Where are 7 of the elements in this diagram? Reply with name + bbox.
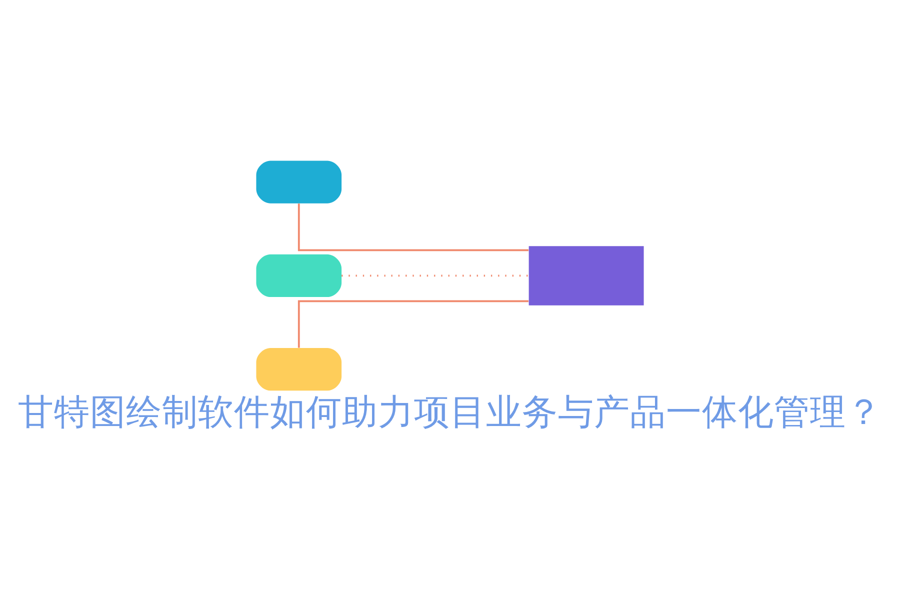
connector [298, 204, 528, 252]
diagram-title: 甘特图绘制软件如何助力项目业务与产品一体化管理？ [18, 392, 882, 433]
node-box [256, 348, 342, 391]
connector [298, 300, 528, 348]
node-box [528, 246, 644, 306]
node-box [256, 160, 342, 204]
node-box [256, 254, 342, 298]
